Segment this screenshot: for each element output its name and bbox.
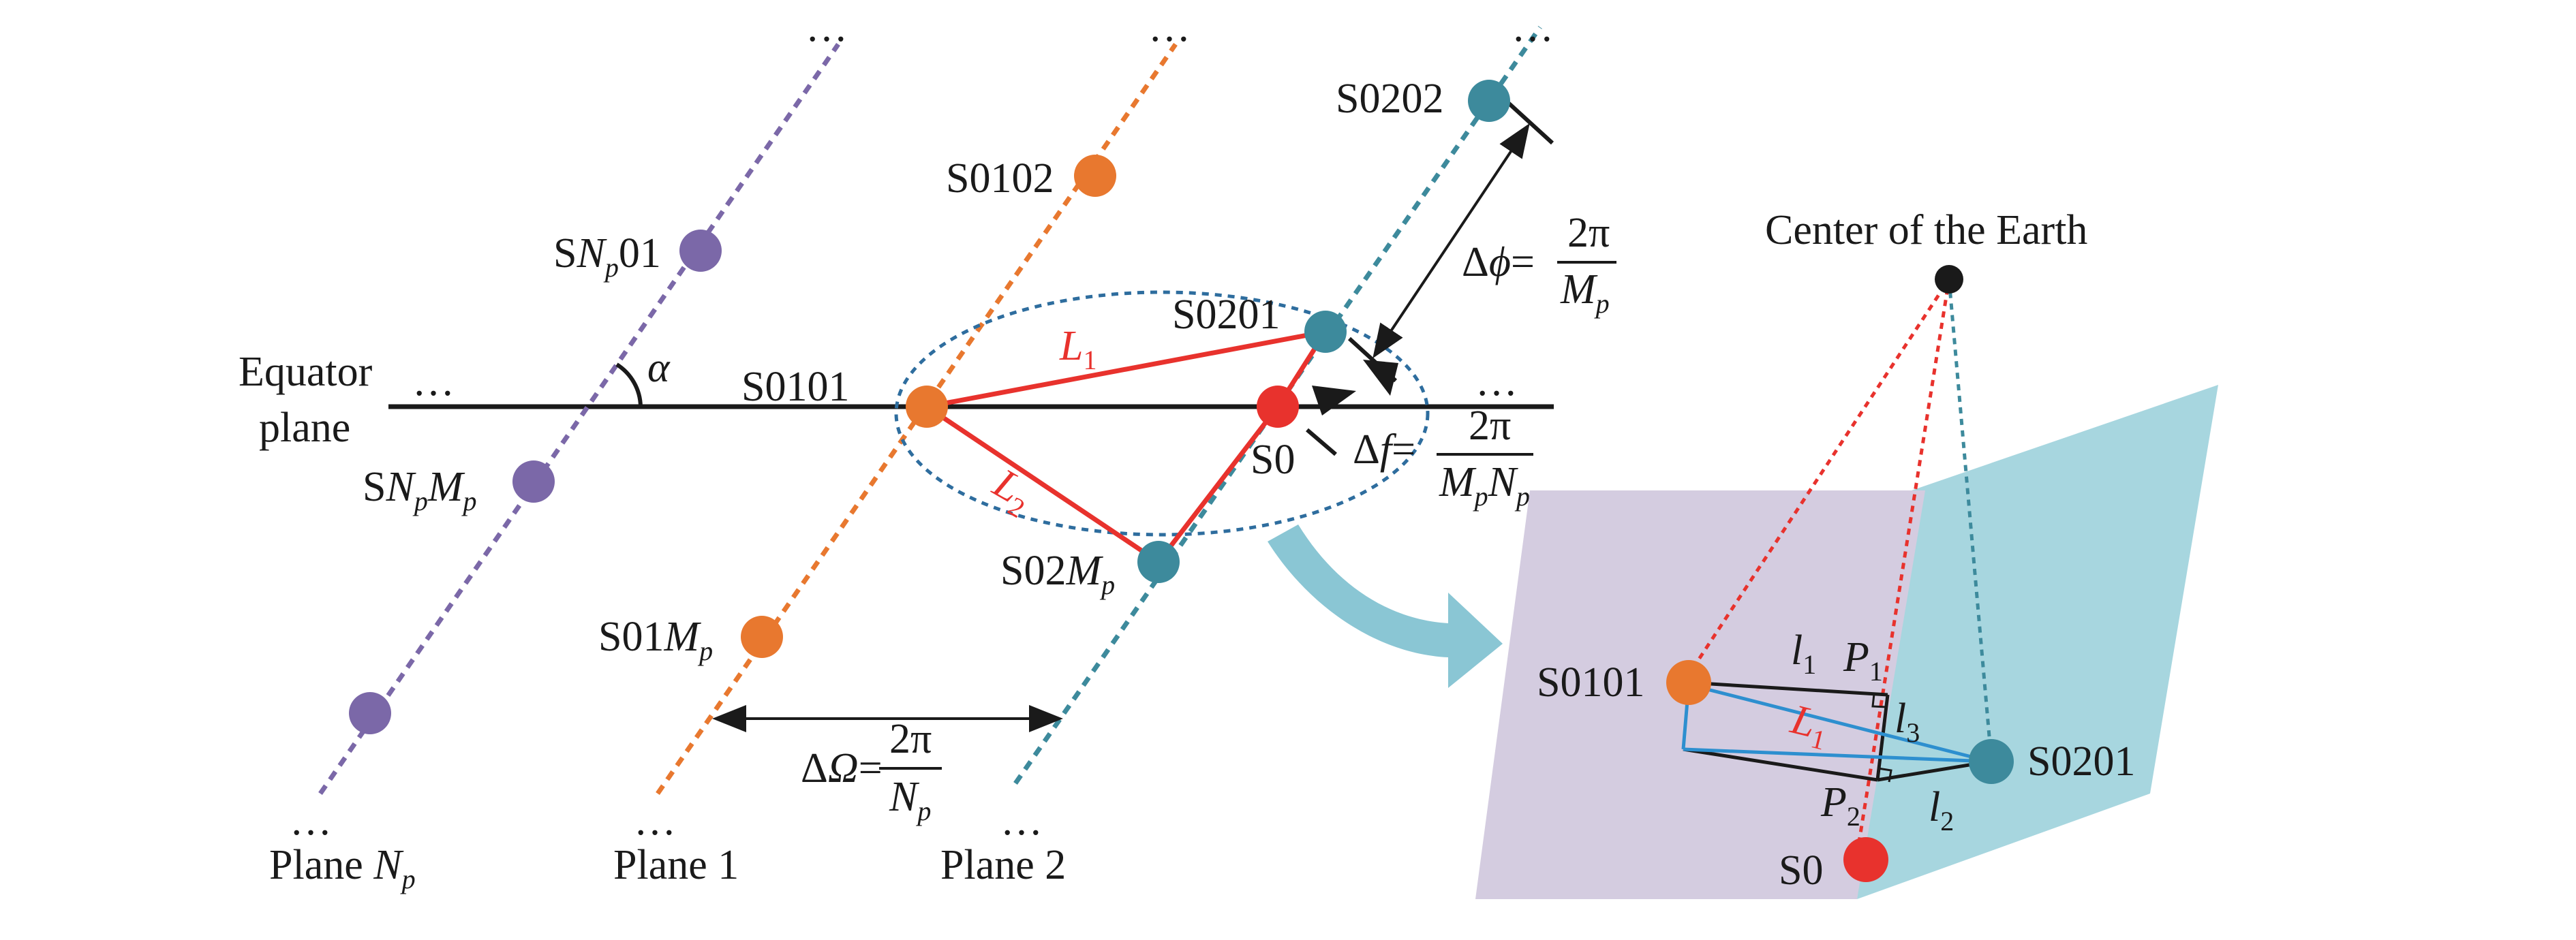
- seg-l3: [1875, 694, 1890, 781]
- snpmp-label: SNpMp: [363, 464, 477, 516]
- equator-label-line2: plane: [259, 405, 350, 451]
- link-l2: [925, 405, 1160, 564]
- ellipsis-equator-right: …: [1475, 358, 1518, 405]
- df-arrow-upper: [1363, 360, 1398, 396]
- ellipsis-equator-left: …: [412, 358, 455, 405]
- right-s0201-label: S0201: [2027, 738, 2135, 785]
- orbit-plane-teal-surface: [1857, 385, 2218, 899]
- sat-s0202: [1468, 80, 1510, 122]
- neighbor-ellipse: [894, 290, 1430, 537]
- s0102-label: S0102: [946, 155, 1054, 202]
- link-s0-s02mp: [1156, 405, 1280, 564]
- ellipsis-bottom-1: …: [634, 798, 676, 844]
- l2-label: L2: [982, 460, 1041, 524]
- sat-snp01: [679, 230, 722, 272]
- dphi-label: Δϕ=: [1462, 239, 1535, 285]
- sat-s02mp: [1137, 541, 1180, 583]
- dphi-arrow: [1373, 123, 1530, 359]
- ellipsis-bottom-np: …: [290, 798, 332, 844]
- domega-numerator: 2π: [889, 716, 932, 762]
- sat-s0201: [1304, 311, 1347, 353]
- p2-label: P2: [1820, 779, 1860, 832]
- right-sat-s0201: [1969, 739, 2014, 784]
- s01mp-label: S01Mp: [598, 614, 713, 666]
- ellipsis-bottom-2: …: [1000, 798, 1043, 844]
- center-of-earth-label: Center of the Earth: [1765, 207, 2087, 253]
- right-angle-p1: [1871, 693, 1887, 708]
- ellipsis-top-1: …: [1148, 4, 1191, 50]
- plane-np-label: Plane Np: [269, 842, 416, 894]
- ellipsis-top-np: …: [806, 4, 848, 50]
- snp01-label: SNp01: [553, 230, 661, 283]
- blue-link-bottom: [1683, 747, 1991, 764]
- l1-label: L1: [1059, 323, 1097, 375]
- l2-small-label: l2: [1929, 784, 1954, 836]
- l3-label: l3: [1895, 695, 1920, 748]
- p1-label: P1: [1843, 634, 1883, 687]
- df-denominator: MpNp: [1439, 459, 1530, 512]
- df-tick-right: [1306, 428, 1337, 456]
- right-s0101-label: S0101: [1537, 659, 1644, 706]
- sat-plane-np-lower: [349, 692, 391, 734]
- sat-s0102: [1074, 155, 1116, 197]
- center-line-s0: [1855, 279, 1951, 856]
- right-angle-p2: [1877, 767, 1892, 783]
- zoom-arrow: [1268, 524, 1503, 688]
- s02mp-label: S02Mp: [1000, 548, 1115, 600]
- df-label: Δf=: [1353, 426, 1415, 473]
- blue-link-l1: [1688, 683, 1991, 764]
- dphi-denominator: Mp: [1560, 266, 1610, 319]
- sat-snpmp: [512, 460, 555, 503]
- center-line-s0101: [1685, 278, 1951, 679]
- alpha-arc: [615, 362, 643, 407]
- plane-1-label: Plane 1: [613, 842, 739, 888]
- domega-denominator: Np: [889, 774, 931, 826]
- dphi-tick-top: [1504, 99, 1554, 145]
- s0-label: S0: [1251, 437, 1295, 483]
- right-sat-s0101: [1666, 660, 1711, 705]
- sat-s0101: [906, 386, 948, 428]
- l1-small-label: l1: [1791, 627, 1816, 680]
- s0202-label: S0202: [1336, 76, 1443, 122]
- sat-s01mp: [741, 616, 783, 658]
- seg-l1: [1688, 680, 1888, 697]
- right-sat-s0: [1843, 837, 1888, 882]
- alpha-label: α: [647, 345, 671, 391]
- equator-label-line1: Equator: [239, 349, 373, 395]
- ellipsis-top-2: …: [1512, 4, 1554, 50]
- s0101-label: S0101: [741, 364, 849, 410]
- right-s0-label: S0: [1779, 847, 1823, 894]
- sat-s0: [1257, 386, 1299, 428]
- dphi-numerator: 2π: [1567, 210, 1610, 256]
- domega-label: ΔΩ=: [801, 745, 883, 792]
- orbit-plane-np: [318, 43, 840, 795]
- link-l1: [926, 329, 1326, 409]
- df-numerator: 2π: [1469, 403, 1511, 449]
- df-arrow-lower: [1312, 386, 1356, 416]
- seg-base: [1683, 747, 1878, 782]
- center-of-earth-dot: [1935, 265, 1963, 294]
- s0201-label: S0201: [1172, 292, 1280, 338]
- plane-2-label: Plane 2: [940, 842, 1066, 888]
